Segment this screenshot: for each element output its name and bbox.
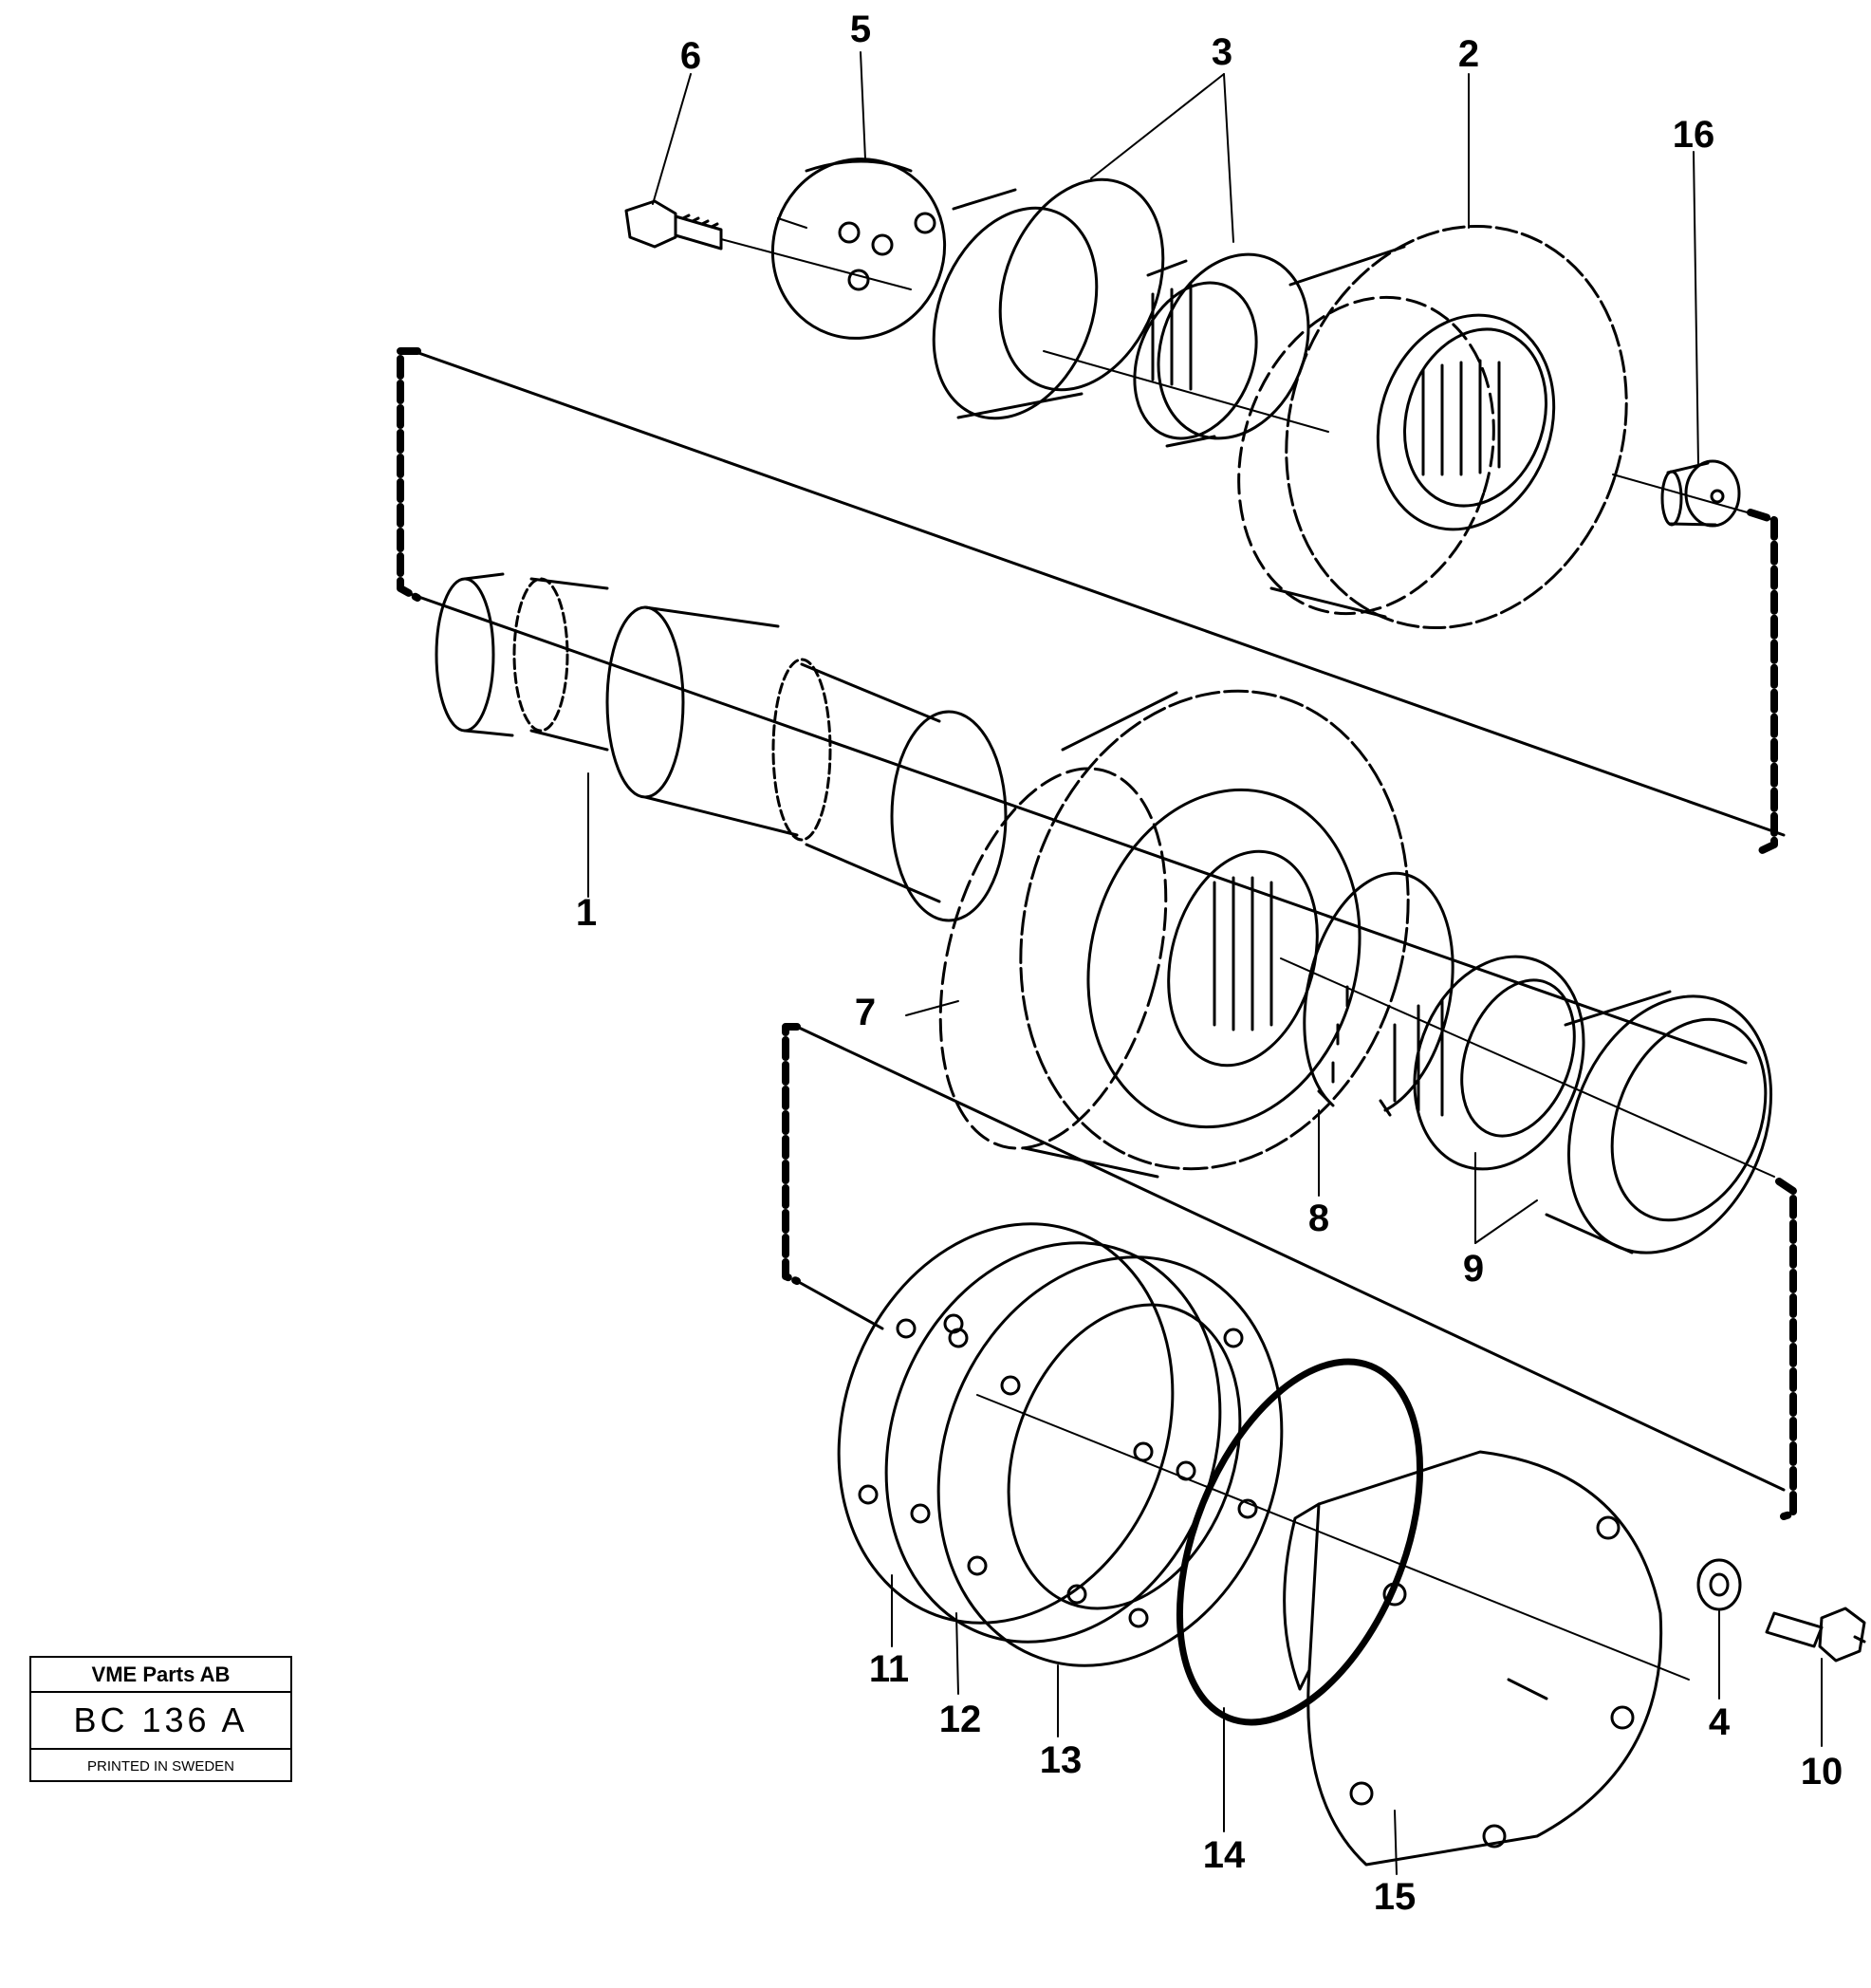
- stamp-code: BC 136 A: [31, 1693, 290, 1750]
- callout-16: 16: [1673, 114, 1715, 156]
- part-5-plate: [770, 158, 947, 340]
- part-8-snap-ring: [1303, 871, 1454, 1117]
- part-16-bushing: [1612, 459, 1775, 528]
- part-15-cover: [1283, 1450, 1663, 1867]
- callout-13: 13: [1040, 1739, 1083, 1781]
- callout-10: 10: [1801, 1751, 1843, 1793]
- part-2-gear: [1043, 224, 1628, 630]
- part-11-flange: [837, 1222, 1175, 1625]
- callout-6: 6: [680, 35, 701, 77]
- callout-1: 1: [576, 892, 597, 934]
- stamp-printed: PRINTED IN SWEDEN: [86, 1757, 234, 1774]
- callout-4: 4: [1709, 1701, 1731, 1743]
- part-4-washer: [1696, 1558, 1742, 1611]
- callout-2: 2: [1458, 33, 1479, 75]
- callout-14: 14: [1203, 1834, 1246, 1876]
- callout-3: 3: [1212, 31, 1232, 73]
- callout-7: 7: [855, 992, 876, 1033]
- part-9-bearing: [1280, 955, 1775, 1254]
- part-12-gasket: [884, 1241, 1222, 1644]
- part-6-bolt: [624, 199, 912, 290]
- callout-11: 11: [869, 1648, 909, 1690]
- callout-12: 12: [939, 1699, 982, 1740]
- part-1-shaft: [435, 572, 1008, 922]
- part-7-gear: [938, 689, 1410, 1179]
- stamp-company: VME Parts AB: [31, 1658, 290, 1693]
- part-14-oring: [976, 1358, 1690, 1726]
- callout-9: 9: [1463, 1248, 1484, 1290]
- part-13-flange: [936, 1255, 1284, 1667]
- part-10-bolt: [1765, 1607, 1866, 1663]
- title-stamp: VME Parts AB BC 136 A PRINTED IN SWEDEN: [29, 1656, 292, 1782]
- bottom-group-bracket: [782, 1023, 1797, 1520]
- part-3-bearing: [932, 177, 1310, 448]
- callout-8: 8: [1308, 1198, 1329, 1239]
- leader-lines: [587, 51, 1823, 1875]
- callout-15: 15: [1374, 1876, 1417, 1918]
- callout-labels: 6 5 3 2 16 1 7 8 9 4 10 11 12 13 14 15: [576, 9, 1843, 1918]
- callout-5: 5: [850, 9, 871, 50]
